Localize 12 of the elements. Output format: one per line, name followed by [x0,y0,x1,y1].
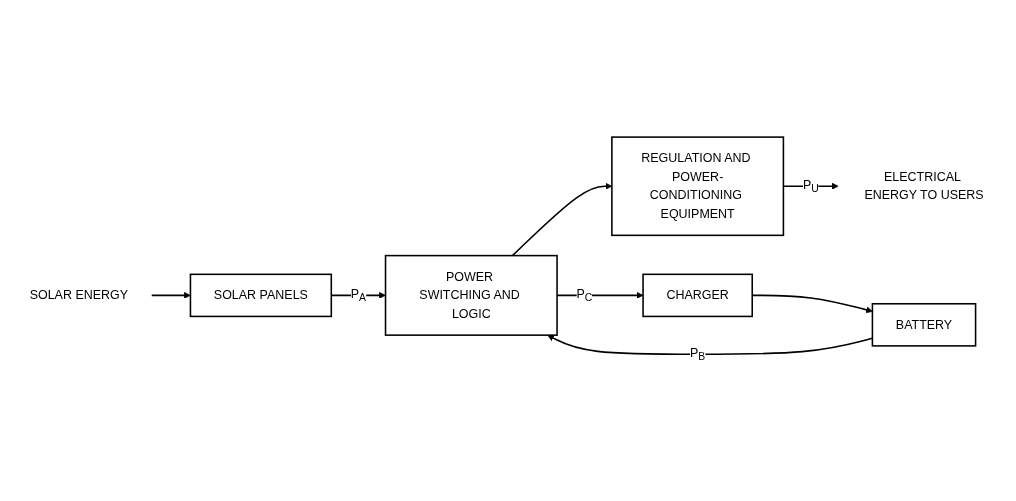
node-box: REGULATION AND POWER-CONDITIONING EQUIPMENT [611,135,785,236]
node-text: SOLAR ENERGY [29,287,129,302]
edge-label: P$_{B}$ [690,345,706,363]
edge-label: P$_{U}$ [802,177,819,194]
node-box: POWER SWITCHING AND LOGIC [384,254,558,336]
node-text: ELECTRICAL ENERGY TO USERS [864,169,984,202]
arrow [150,291,191,299]
edge-label: P$_{C}$ [576,286,593,304]
node-box: SOLAR PANELS [189,273,333,317]
edge-label: P$_{A}$ [350,286,367,304]
node-box: CHARGER [642,273,753,317]
node-box: BATTERY [871,302,977,347]
